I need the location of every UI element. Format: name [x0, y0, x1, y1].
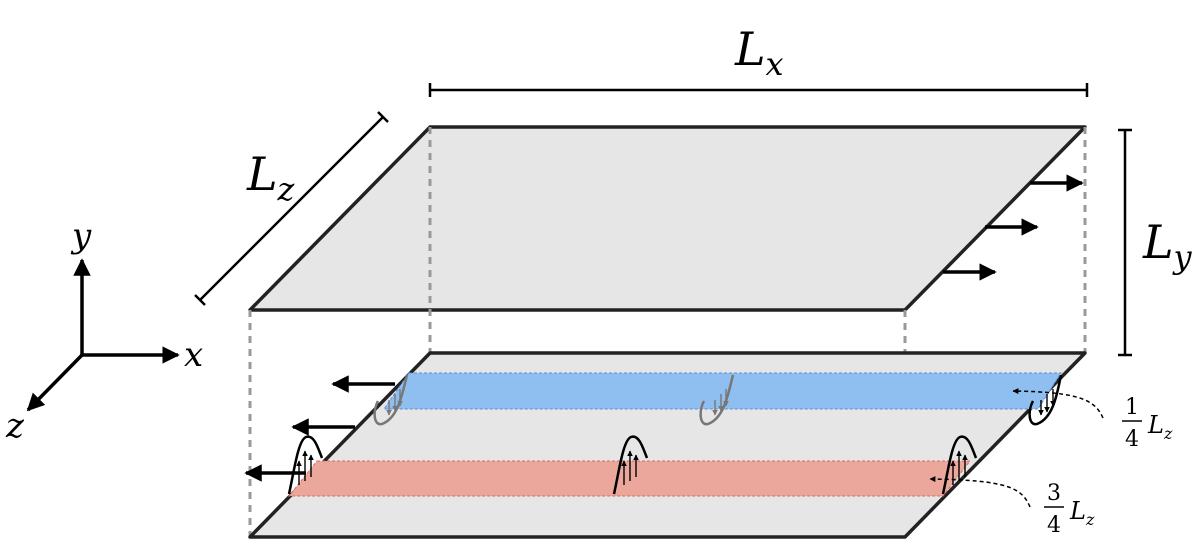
- blue-band-profile-left: [373, 374, 409, 426]
- top-plate-velocity-arrows: [943, 174, 1084, 281]
- svg-text:4: 4: [1125, 427, 1139, 452]
- quarter-lz-label: 1 4 Lz: [1122, 395, 1173, 452]
- axis-y-label: y: [70, 216, 92, 256]
- svg-text:4: 4: [1047, 513, 1061, 538]
- bottom-plate-velocity-arrows: [244, 375, 395, 482]
- axis-z-label: z: [5, 406, 25, 446]
- lz-dimension-bar: [194, 111, 389, 306]
- svg-text:3: 3: [1047, 481, 1061, 506]
- svg-text:1: 1: [1125, 395, 1139, 420]
- ly-label: Ly: [1142, 215, 1193, 276]
- svg-text:Lz: Lz: [1069, 497, 1095, 529]
- lx-label: Lx: [734, 22, 784, 83]
- svg-text:Lz: Lz: [1147, 411, 1173, 443]
- blue-band: [383, 372, 1062, 410]
- dashed-guides: [248, 127, 1087, 537]
- ly-dimension-bar: [1118, 128, 1132, 357]
- red-band-profile-right: [941, 435, 978, 495]
- axis-x-label: x: [184, 335, 203, 375]
- blue-band-profile-middle: [699, 374, 735, 426]
- red-band-profile-middle: [612, 435, 649, 495]
- top-plate: [248, 125, 1087, 312]
- quarter-callout-leader: [1012, 388, 1104, 419]
- coordinate-axes: [26, 258, 180, 412]
- lz-label: Lz: [246, 147, 296, 208]
- red-band-profile-left: [287, 435, 324, 495]
- blue-band-profile-right: [1028, 374, 1063, 426]
- three-quarter-lz-label: 3 4 Lz: [1044, 481, 1095, 538]
- lx-dimension-bar: [428, 83, 1089, 97]
- three-quarter-callout-leader: [929, 476, 1031, 508]
